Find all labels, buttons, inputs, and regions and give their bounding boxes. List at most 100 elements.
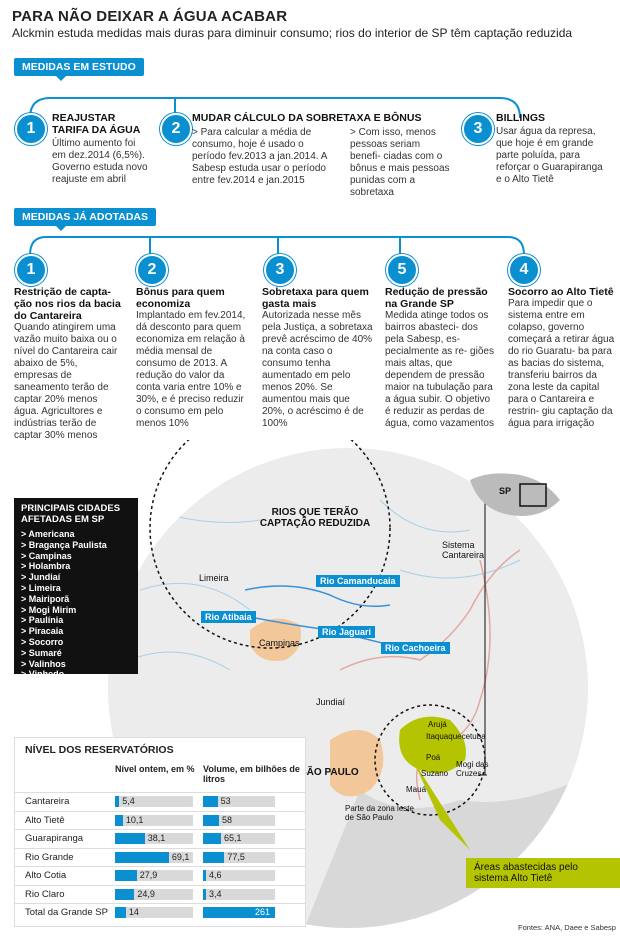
city-item: > Vinhedo bbox=[21, 669, 65, 680]
adopted-text-4: Para impedir que o sistema entre em cola… bbox=[508, 298, 615, 429]
volume-bar-bg bbox=[203, 907, 275, 918]
level-bar-bg bbox=[115, 796, 193, 807]
volume-value: 261 bbox=[255, 907, 271, 917]
city-item: > Mairiporã bbox=[21, 593, 70, 604]
reservoir-row: Alto Tietê 10,1 58 bbox=[15, 810, 305, 829]
adopted-head-3: Sobretaxa para quem gasta mais bbox=[262, 286, 369, 310]
reservoir-col-volume: Volume, em bilhões de litros bbox=[203, 764, 300, 784]
reservoir-name: Alto Tietê bbox=[25, 814, 65, 826]
volume-bar-bg bbox=[203, 870, 275, 881]
level-bar-bg bbox=[115, 870, 193, 881]
rivers-title: RIOS QUE TERÃO CAPTAÇÃO REDUZIDA bbox=[259, 507, 371, 529]
cities-header: PRINCIPAIS CIDADES AFETADAS EM SP bbox=[21, 503, 121, 525]
volume-bar bbox=[203, 851, 225, 863]
volume-bar-bg bbox=[203, 814, 275, 826]
place-limeira: Limeira bbox=[199, 573, 229, 583]
level-bar bbox=[115, 796, 120, 807]
reservoir-name: Guarapiranga bbox=[25, 833, 84, 844]
level-bar bbox=[115, 814, 123, 826]
place-suzano: Suzano bbox=[421, 769, 449, 778]
page-title: PARA NÃO DEIXAR A ÁGUA ACABAR bbox=[12, 8, 288, 25]
studied-head-2: MUDAR CÁLCULO DA SOBRETAXA E BÔNUS bbox=[192, 112, 422, 124]
volume-bar bbox=[203, 870, 206, 881]
level-value: 5,4 bbox=[122, 796, 135, 806]
adopted-header: MEDIDAS JÁ ADOTADAS bbox=[14, 208, 157, 231]
volume-bar bbox=[203, 888, 206, 900]
city-item: > Paulínia bbox=[21, 615, 64, 626]
level-bar bbox=[115, 888, 135, 900]
place-itaqua: Itaquaquecetuba bbox=[426, 732, 486, 741]
adopted-head-4: Socorro ao Alto Tietê bbox=[508, 286, 614, 298]
place-mogi: Mogi das Cruzes bbox=[456, 760, 489, 778]
adopted-text-5: Medida atinge todos os bairros abasteci-… bbox=[385, 310, 494, 429]
reservoir-row: Alto Cotia 27,9 4,6 bbox=[15, 866, 305, 884]
level-value: 24,9 bbox=[137, 888, 155, 899]
level-bar-bg bbox=[115, 833, 193, 844]
volume-value: 58 bbox=[222, 814, 233, 825]
city-item: > Jundiaí bbox=[21, 572, 61, 583]
level-value: 10,1 bbox=[125, 814, 144, 825]
level-bar-bg bbox=[115, 814, 193, 826]
cities-list: > Americana> Bragança Paulista> Campinas… bbox=[21, 529, 131, 680]
volume-value: 77,5 bbox=[227, 851, 245, 862]
city-item: > Holambra bbox=[21, 561, 71, 572]
level-bar-bg bbox=[115, 851, 193, 863]
reservoir-name: Rio Claro bbox=[25, 888, 65, 900]
place-poa: Poá bbox=[426, 753, 441, 762]
city-item: > Sumaré bbox=[21, 647, 62, 658]
volume-bar bbox=[203, 833, 221, 844]
source-note: Fontes: ANA, Daee e Sabesp bbox=[518, 923, 616, 932]
volume-bar bbox=[203, 814, 219, 826]
reservoir-panel: NÍVEL DOS RESERVATÓRIOS Nível ontem, em … bbox=[14, 737, 306, 927]
place-sistema: Sistema Cantareira bbox=[442, 540, 485, 560]
volume-bar bbox=[203, 796, 218, 807]
level-bar bbox=[115, 907, 126, 918]
alto-tiete-label: Áreas abastecidas pelo sistema Alto Tiet… bbox=[466, 858, 620, 888]
reservoir-title: NÍVEL DOS RESERVATÓRIOS bbox=[25, 744, 174, 756]
river-camanducaia: Rio Camanducaia bbox=[316, 575, 400, 587]
studied-num-1: 1 bbox=[15, 113, 47, 145]
studied-header: MEDIDAS EM ESTUDO bbox=[14, 58, 144, 81]
place-aruja: Arujá bbox=[428, 720, 447, 729]
page-subtitle: Alckmin estuda medidas mais duras para d… bbox=[12, 26, 573, 40]
sp-label: SP bbox=[499, 486, 512, 496]
level-bar bbox=[115, 833, 145, 844]
reservoir-row: Cantareira 5,4 53 bbox=[15, 792, 305, 810]
volume-bar-bg bbox=[203, 851, 275, 863]
city-item: > Piracaia bbox=[21, 626, 64, 637]
city-item: > Campinas bbox=[21, 550, 72, 561]
river-jaguari: Rio Jaguari bbox=[318, 626, 376, 638]
reservoir-name: Total da Grande SP bbox=[25, 907, 108, 918]
studied-text-3: Usar água da represa, que hoje é em gran… bbox=[496, 126, 603, 185]
city-item: > Mogi Mirim bbox=[21, 604, 77, 615]
cities-box: PRINCIPAIS CIDADES AFETADAS EM SP > Amer… bbox=[14, 498, 138, 679]
adopted-num-1: 1 bbox=[15, 254, 47, 286]
place-jundiai: Jundiaí bbox=[316, 697, 346, 707]
volume-value: 53 bbox=[220, 796, 231, 806]
level-value: 27,9 bbox=[139, 870, 158, 880]
adopted-text-1: Quando atingirem uma vazão muito baixa o… bbox=[14, 322, 118, 441]
volume-value: 4,6 bbox=[209, 870, 222, 880]
city-item: > Limeira bbox=[21, 582, 61, 593]
studied-head-3: BILLINGS bbox=[496, 112, 545, 124]
adopted-text-3: Autorizada nesse mês pela Justiça, a sob… bbox=[262, 310, 373, 429]
reservoir-name: Cantareira bbox=[25, 796, 70, 807]
adopted-num-3: 3 bbox=[264, 254, 296, 286]
reservoir-col-level: Nível ontem, em % bbox=[115, 764, 195, 774]
volume-value: 65,1 bbox=[223, 833, 242, 843]
level-bar bbox=[115, 851, 169, 863]
volume-bar-bg bbox=[203, 888, 275, 900]
adopted-head-1: Restrição de capta- ção nos rios da baci… bbox=[14, 286, 121, 322]
city-item: > Americana bbox=[21, 529, 75, 539]
place-sao-paulo: SÃO PAULO bbox=[300, 767, 359, 778]
studied-num-3: 3 bbox=[462, 113, 494, 145]
city-item: > Bragança Paulista bbox=[21, 539, 107, 550]
studied-text-2: > Para calcular a média de consumo, hoje… bbox=[192, 127, 327, 186]
reservoir-name: Alto Cotia bbox=[25, 870, 67, 881]
volume-bar-bg bbox=[203, 796, 275, 807]
volume-bar-bg bbox=[203, 833, 275, 844]
adopted-head-2: Bônus para quem economiza bbox=[136, 286, 225, 310]
